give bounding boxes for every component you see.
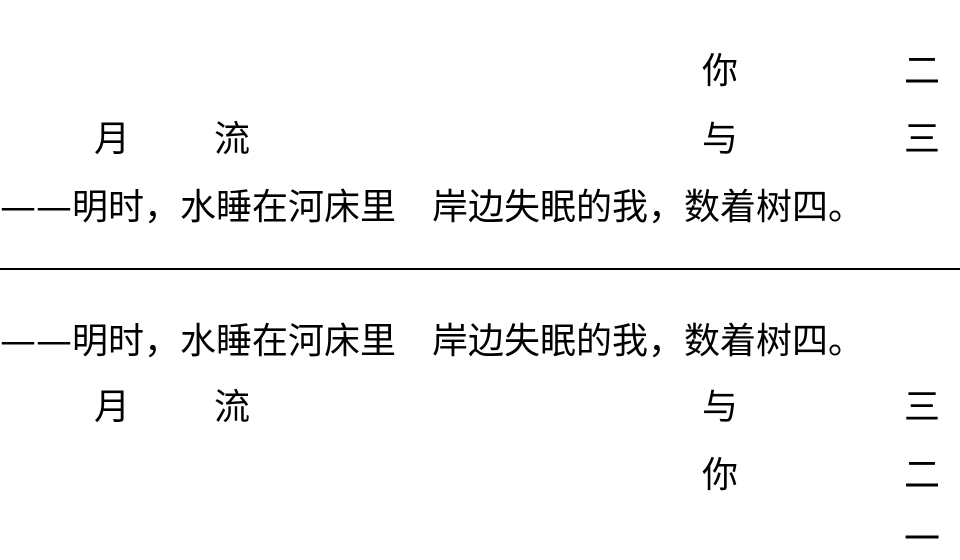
horizontal-divider — [0, 268, 960, 270]
poem-top-char-you: 你 — [702, 51, 739, 92]
poem-bottom-char-with: 与 — [702, 387, 739, 428]
poem-bottom-char-one: 一 — [904, 519, 941, 560]
poem-top-char-with: 与 — [702, 119, 739, 160]
poem-bottom-main-line: ——明时，水睡在河床里 岸边失眠的我，数着树四。 — [0, 321, 865, 362]
poem-top-char-three: 三 — [904, 119, 941, 160]
poem-top-char-moon: 月 — [94, 119, 131, 160]
poem-bottom-char-moon: 月 — [94, 387, 131, 428]
poem-top-char-flow: 流 — [214, 119, 251, 160]
poem-top-char-one: 一 — [904, 0, 940, 18]
poem-bottom-char-you: 你 — [702, 455, 739, 496]
poem-bottom-char-two: 二 — [904, 455, 941, 496]
poem-bottom-char-three: 三 — [904, 387, 941, 428]
poem-top-char-two: 二 — [904, 51, 941, 92]
poem-top-main-line: ——明时，水睡在河床里 岸边失眠的我，数着树四。 — [0, 187, 865, 228]
poem-bottom-char-flow: 流 — [214, 387, 251, 428]
